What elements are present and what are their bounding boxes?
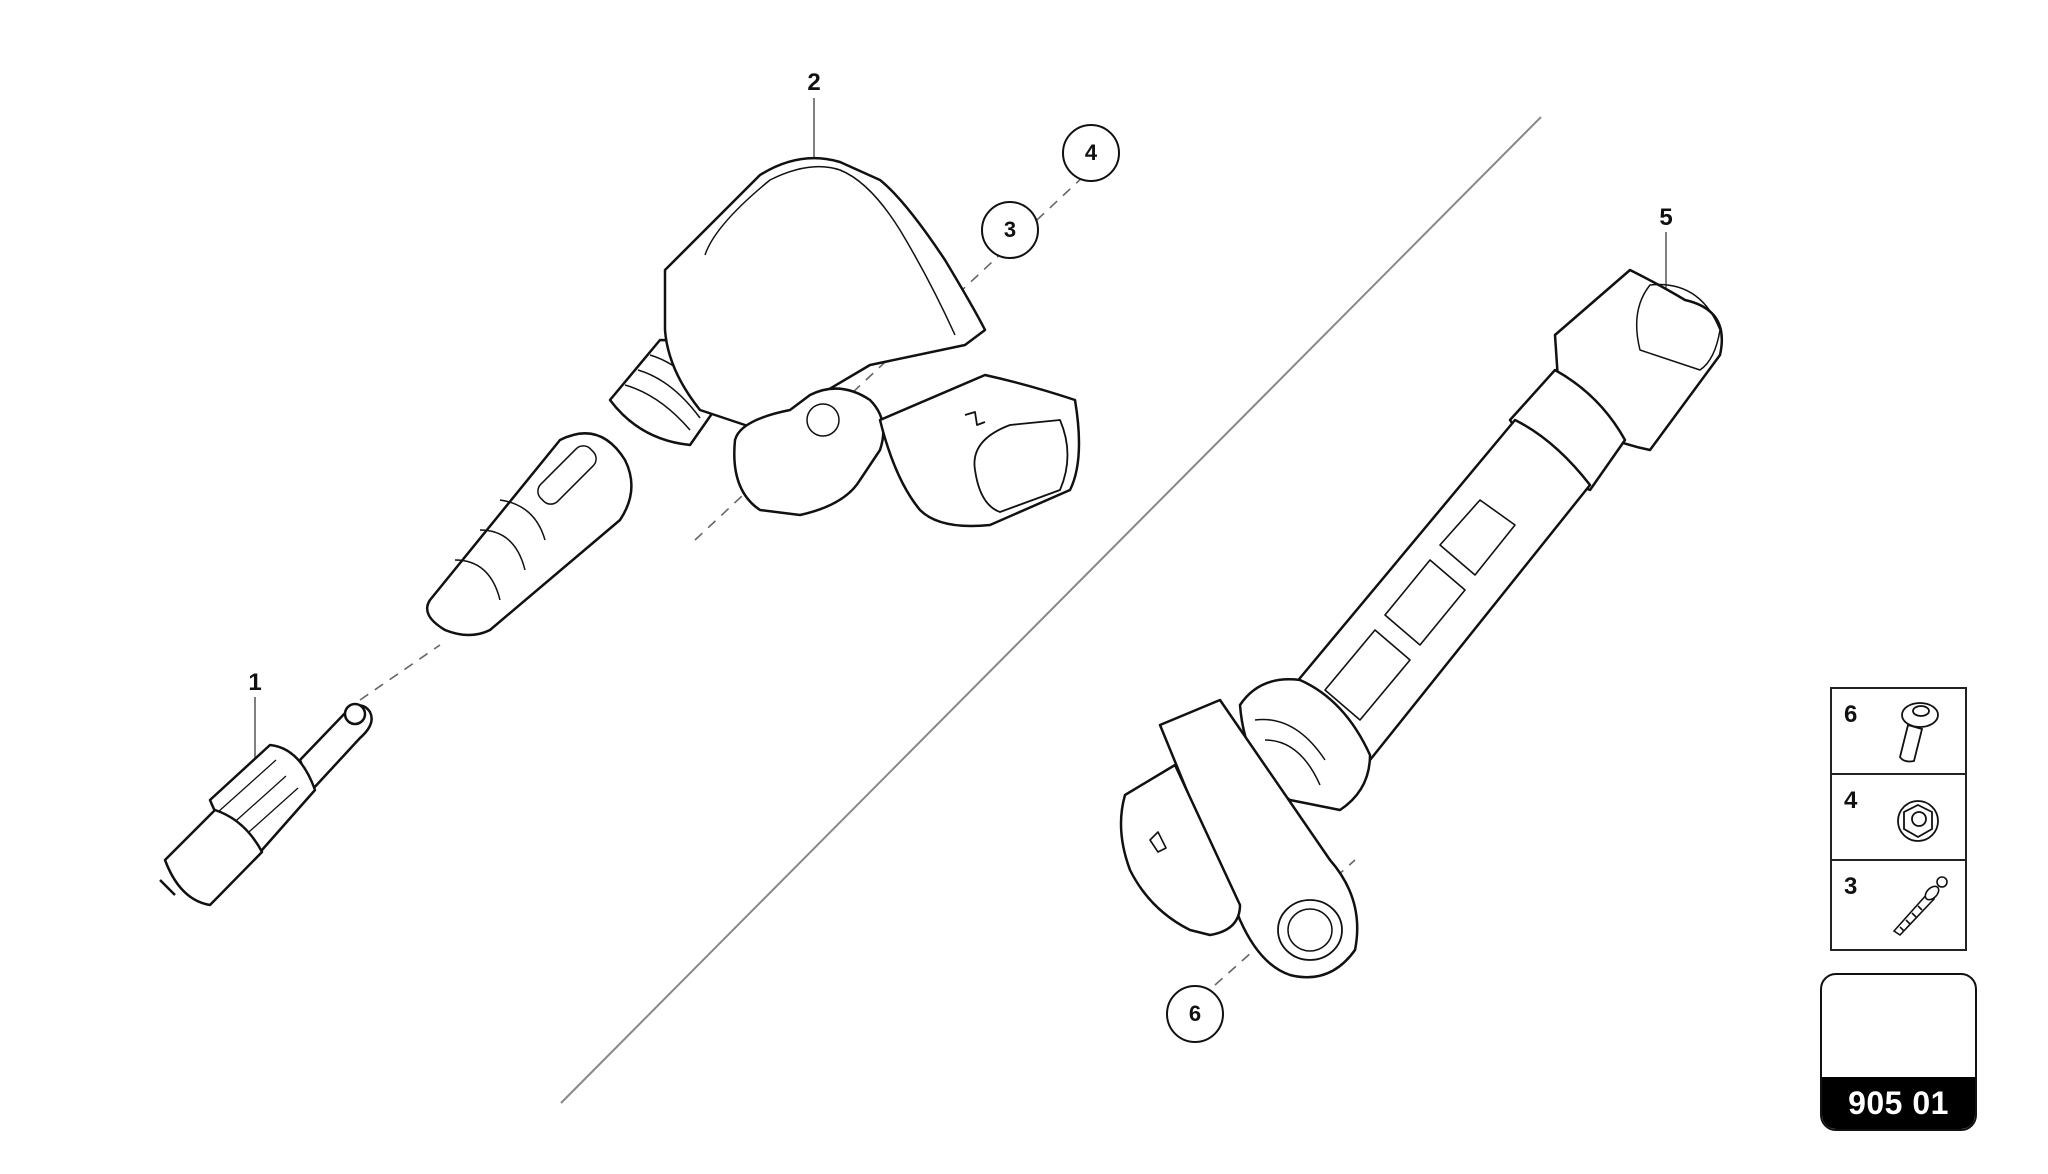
sensor-drawing bbox=[1119, 268, 1724, 979]
flange-nut-icon bbox=[1897, 800, 1939, 842]
legend-row-3[interactable]: 3 bbox=[1832, 861, 1965, 947]
group-code-badge: 905 01 bbox=[1820, 973, 1977, 1131]
legend-number: 3 bbox=[1844, 873, 1858, 900]
ignition-coil-drawing bbox=[425, 156, 1081, 637]
legend-number: 6 bbox=[1844, 701, 1858, 728]
legend-row-4[interactable]: 4 bbox=[1832, 775, 1965, 861]
fastener-legend: 6 4 3 bbox=[1830, 687, 1967, 951]
legend-row-6[interactable]: 6 bbox=[1832, 689, 1965, 775]
legend-number: 4 bbox=[1844, 787, 1858, 814]
callout-2-ignition-coil[interactable]: 2 bbox=[807, 69, 821, 96]
torx-bolt-icon bbox=[1899, 702, 1939, 763]
group-code: 905 01 bbox=[1822, 1077, 1975, 1129]
callout-4-nut[interactable]: 4 bbox=[1062, 124, 1120, 182]
spark-plug-drawing bbox=[159, 702, 373, 907]
callout-5-sensor[interactable]: 5 bbox=[1659, 204, 1673, 231]
section-divider bbox=[560, 116, 1542, 1104]
callout-6-bolt[interactable]: 6 bbox=[1166, 985, 1224, 1043]
callout-3-screw[interactable]: 3 bbox=[981, 201, 1039, 259]
stud-screw-icon bbox=[1892, 876, 1948, 937]
callout-1-spark-plug[interactable]: 1 bbox=[248, 669, 262, 696]
